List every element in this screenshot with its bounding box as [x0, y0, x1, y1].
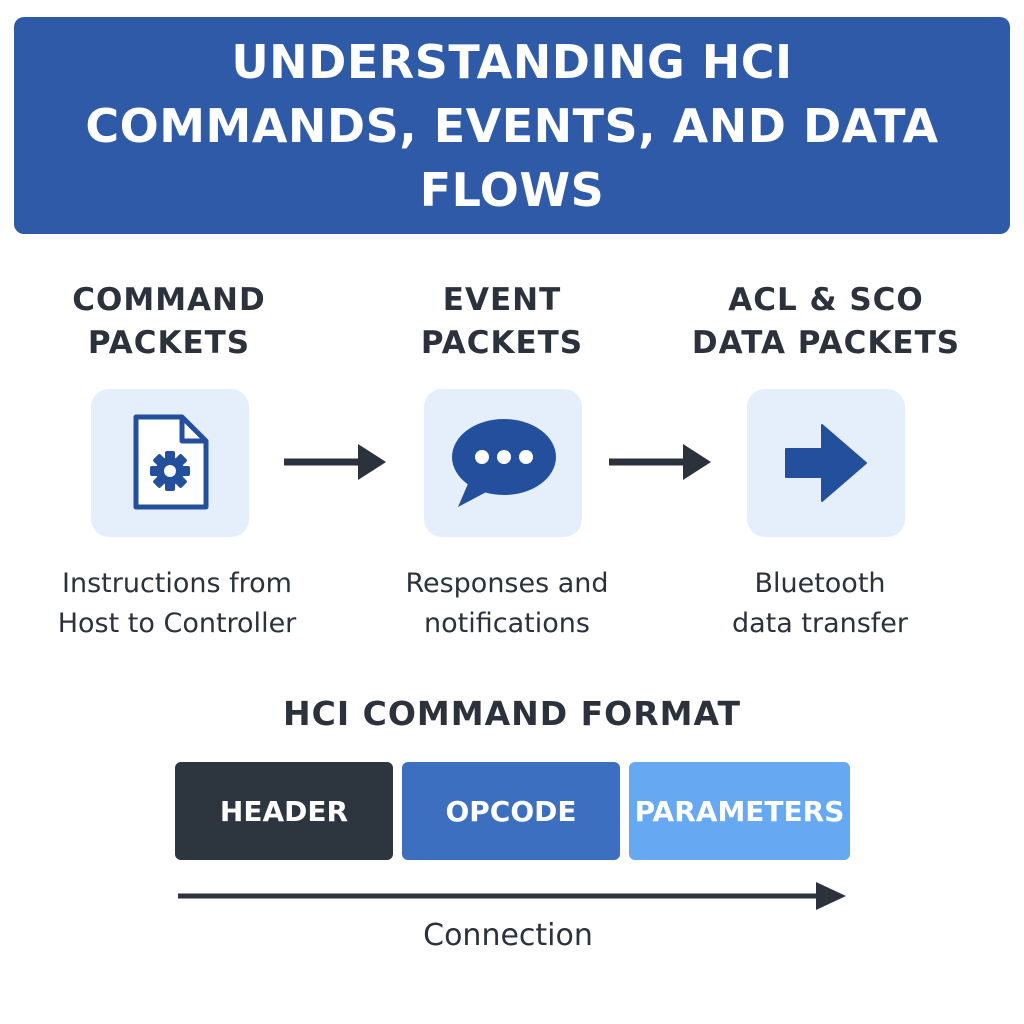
flow-arrow-2 [609, 444, 711, 480]
page-title: UNDERSTANDING HCI COMMANDS, EVENTS, AND … [85, 34, 939, 217]
data-packets-tile [747, 389, 905, 537]
event-desc-line2: notifications [424, 608, 590, 639]
event-heading-line2: PACKETS [420, 325, 584, 361]
command-packets-tile [91, 389, 249, 537]
connection-arrow [178, 882, 846, 910]
data-desc-line2: data transfer [731, 608, 909, 639]
title-banner: UNDERSTANDING HCI COMMANDS, EVENTS, AND … [14, 17, 1010, 234]
right-arrow-icon [785, 424, 867, 502]
command-heading-line1: COMMAND [72, 282, 266, 318]
header-segment: HEADER [175, 762, 393, 860]
document-gear-icon [133, 414, 209, 510]
event-heading-line1: EVENT [442, 282, 562, 318]
event-packets-tile [424, 389, 582, 537]
data-heading-line1: ACL & SCO [728, 282, 924, 318]
data-heading-line2: DATA PACKETS [691, 325, 961, 361]
command-heading-line2: PACKETS [87, 325, 251, 361]
opcode-segment: OPCODE [402, 762, 620, 860]
data-packets-description: Bluetooth data transfer [660, 564, 980, 644]
event-packets-description: Responses and notifications [347, 564, 667, 644]
command-packets-description: Instructions from Host to Controller [17, 564, 337, 644]
parameters-segment: PARAMETERS [629, 762, 850, 860]
event-packets-heading: EVENT PACKETS [342, 279, 662, 365]
command-desc-line2: Host to Controller [57, 608, 297, 639]
event-desc-line1: Responses and [405, 568, 609, 599]
connection-label: Connection [423, 918, 593, 953]
data-desc-line1: Bluetooth [754, 568, 886, 599]
command-desc-line1: Instructions from [62, 568, 292, 599]
format-title: HCI COMMAND FORMAT [283, 694, 741, 733]
command-packets-heading: COMMAND PACKETS [9, 279, 329, 365]
data-packets-heading: ACL & SCO DATA PACKETS [666, 279, 986, 365]
chat-bubble-icon [452, 419, 556, 507]
flow-arrow-1 [284, 444, 386, 480]
